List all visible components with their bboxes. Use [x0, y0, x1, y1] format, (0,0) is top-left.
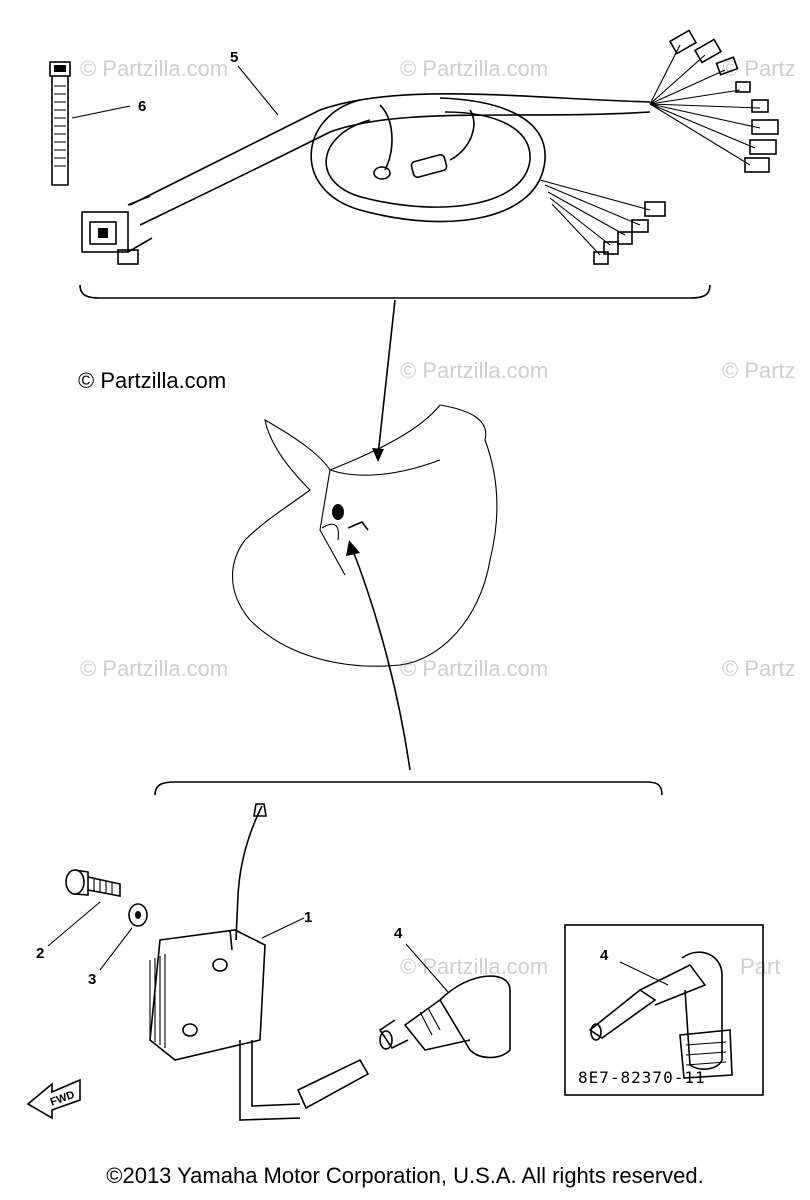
watermark-text: © Partz	[722, 56, 796, 81]
ignition-coil-part	[149, 803, 370, 1121]
variant-inset: 8E7-82370-11	[564, 924, 764, 1096]
watermark-text: © Partzilla.com	[400, 954, 548, 979]
watermark-text: © Partzilla.com	[80, 656, 228, 681]
forward-direction-arrow: FWD	[26, 1078, 81, 1120]
washer-part	[128, 903, 148, 927]
group-bracket-bottom	[154, 781, 663, 796]
spark-plug-cap-part	[378, 975, 511, 1059]
watermark-text: © Partzilla.com	[400, 56, 548, 81]
leader-line	[237, 65, 279, 116]
callout-3: 3	[88, 971, 96, 988]
leader-line	[405, 943, 449, 993]
callout-1: 1	[304, 909, 312, 926]
leader-line	[71, 105, 131, 119]
callout-4-inset: 4	[600, 947, 609, 964]
copyright-notice: ©2013 Yamaha Motor Corporation, U.S.A. A…	[106, 1163, 704, 1188]
motorcycle-outline	[231, 404, 498, 667]
pointer-arrow-lower	[351, 547, 411, 771]
pointer-arrow-upper	[377, 299, 396, 456]
watermark-text: © Partz	[722, 656, 796, 681]
wire-harness-part	[81, 29, 779, 265]
watermark-text: © Partzilla.com	[80, 56, 228, 81]
callout-5: 5	[230, 49, 238, 66]
leader-line	[47, 901, 101, 947]
watermark-text: Part	[740, 954, 780, 979]
watermark-text: © Partzilla.com	[400, 656, 548, 681]
group-bracket-top	[79, 284, 711, 299]
part-number-label: 8E7-82370-11	[578, 1068, 706, 1087]
leader-line	[619, 961, 669, 986]
callout-2: 2	[36, 945, 44, 962]
cable-tie-part	[49, 61, 71, 186]
callout-6: 6	[138, 98, 146, 115]
bolt-part	[65, 869, 121, 897]
watermark-text: © Partzilla.com	[400, 358, 548, 383]
callout-4: 4	[394, 925, 403, 942]
leader-line	[99, 927, 133, 971]
watermark-text: © Partz	[722, 358, 796, 383]
partzilla-watermark: © Partzilla.com	[78, 368, 226, 393]
leader-line	[261, 917, 305, 939]
